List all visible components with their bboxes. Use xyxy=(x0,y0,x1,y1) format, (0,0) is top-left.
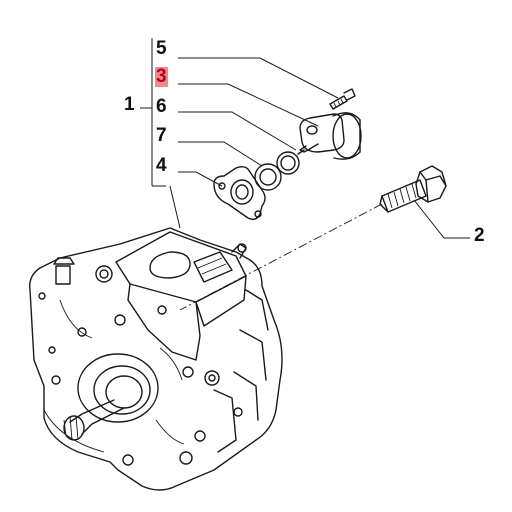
screw-part-5 xyxy=(329,88,356,110)
leader-6 xyxy=(178,111,297,151)
leader-7 xyxy=(178,141,263,167)
callout-part-3-highlighted[interactable]: 3 xyxy=(155,66,168,87)
bolt-part-2 xyxy=(379,165,447,213)
leader-2 xyxy=(413,199,470,239)
leader-4 xyxy=(178,171,223,187)
gasket-part-4 xyxy=(213,165,266,221)
oring-part-6 xyxy=(276,151,300,175)
group-bracket xyxy=(140,38,181,229)
callout-part-4[interactable]: 4 xyxy=(156,155,167,176)
callout-part-7[interactable]: 7 xyxy=(156,125,167,146)
oring-part-7 xyxy=(254,163,282,191)
regulator-part-3 xyxy=(297,112,362,160)
callout-part-1[interactable]: 1 xyxy=(124,94,135,115)
leader-5 xyxy=(178,57,339,99)
callout-part-6[interactable]: 6 xyxy=(156,96,167,117)
callout-part-5[interactable]: 5 xyxy=(156,38,167,59)
leader-3 xyxy=(178,83,319,127)
fuel-pump-body xyxy=(29,227,283,491)
drive-shaft xyxy=(63,353,159,441)
callout-part-2[interactable]: 2 xyxy=(474,225,485,246)
